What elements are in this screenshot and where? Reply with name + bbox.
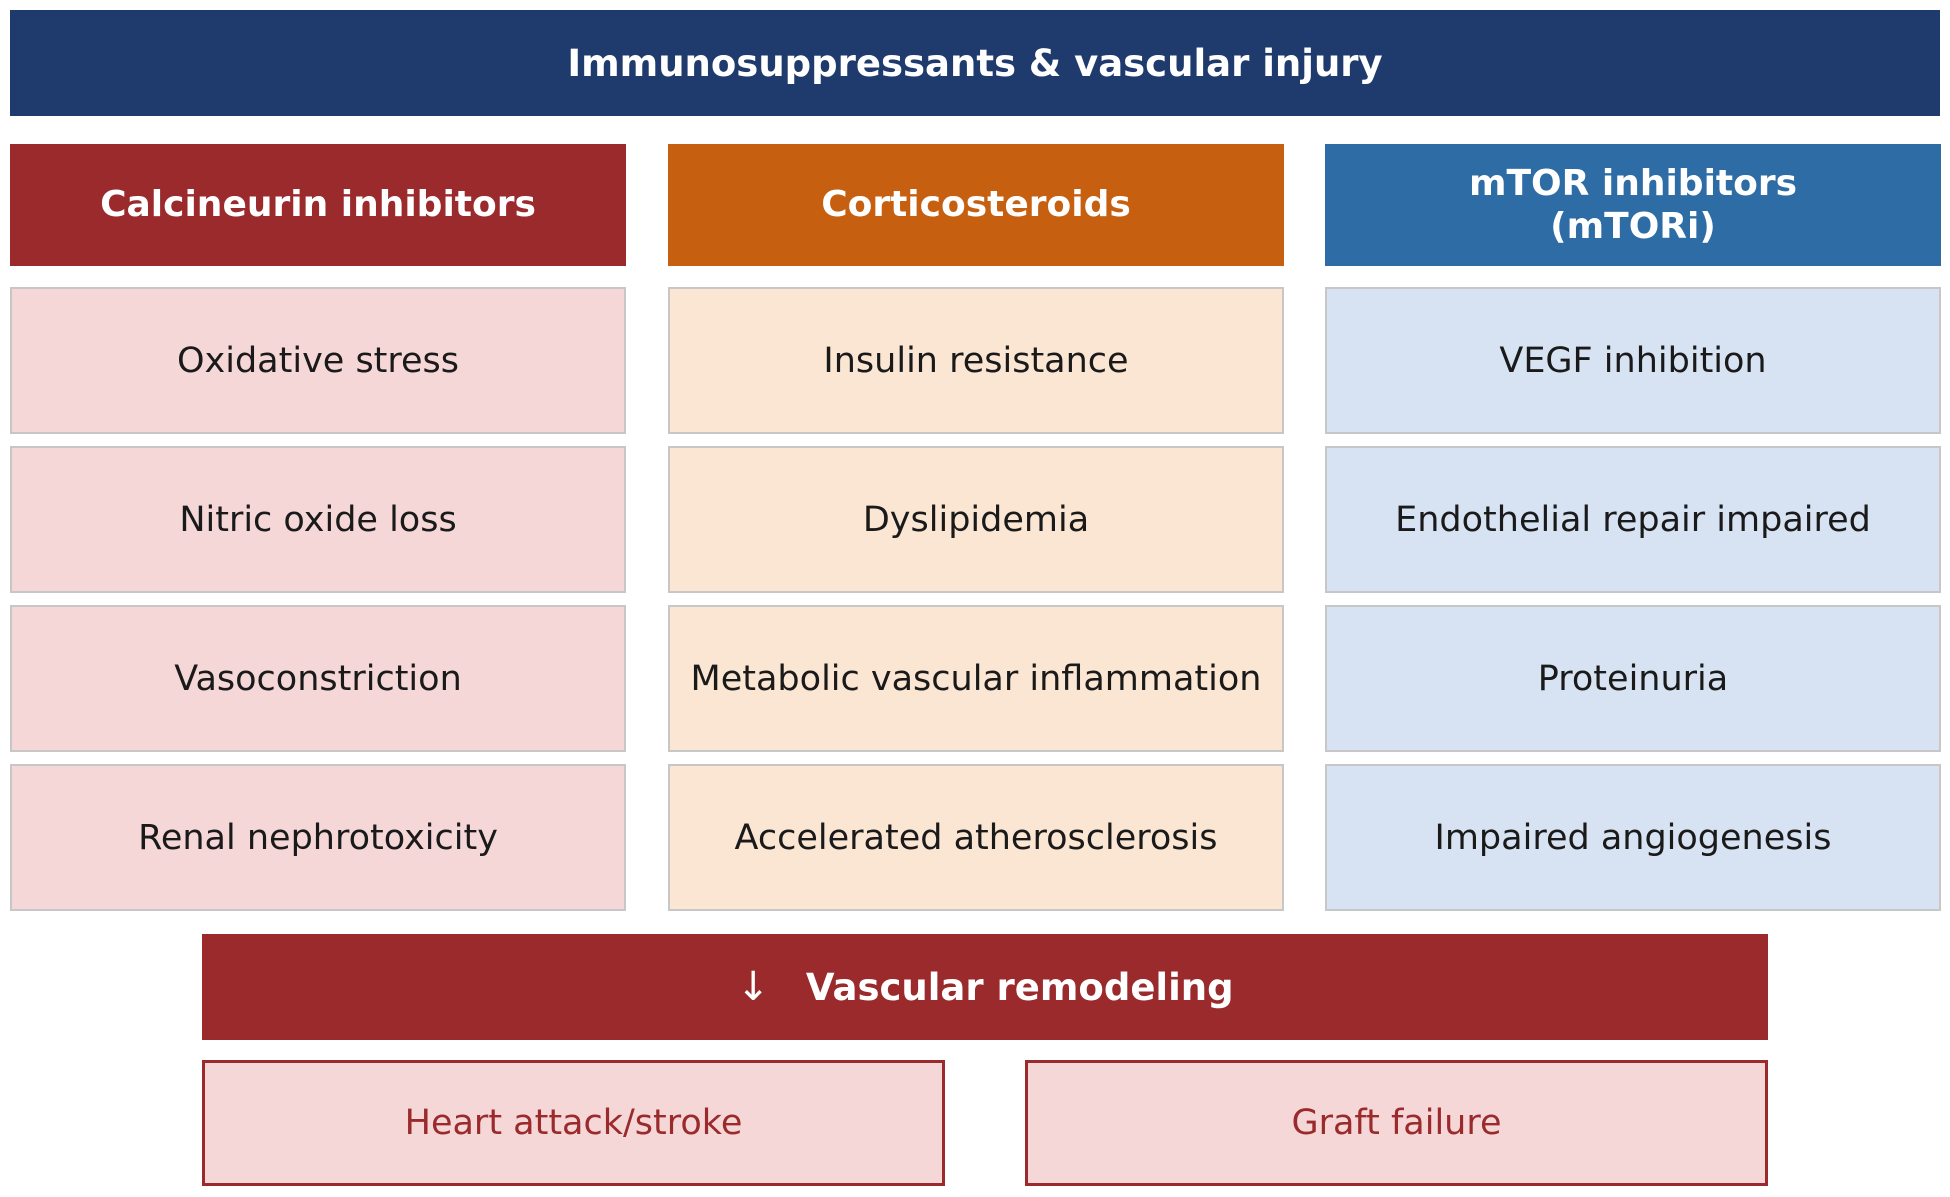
down-arrow-icon: ↓ — [736, 964, 770, 1010]
effect-box: Renal nephrotoxicity — [10, 764, 626, 911]
column-header-corticosteroids: Corticosteroids — [668, 144, 1284, 266]
effect-box: Nitric oxide loss — [10, 446, 626, 593]
vascular-remodeling-bar: ↓ Vascular remodeling — [202, 934, 1768, 1040]
diagram-title: Immunosuppressants & vascular injury — [10, 10, 1940, 116]
outcome-box-heart-attack-stroke: Heart attack/stroke — [202, 1060, 945, 1186]
effect-box: Proteinuria — [1325, 605, 1941, 752]
effect-box: Dyslipidemia — [668, 446, 1284, 593]
effect-box: Oxidative stress — [10, 287, 626, 434]
column-header-mtor: mTOR inhibitors(mTORi) — [1325, 144, 1941, 266]
column-header-line: Corticosteroids — [821, 184, 1131, 226]
vascular-remodeling-label: Vascular remodeling — [805, 965, 1234, 1009]
outcome-box-graft-failure: Graft failure — [1025, 1060, 1768, 1186]
effect-box: Metabolic vascular inflammation — [668, 605, 1284, 752]
column-header-line: Calcineurin inhibitors — [100, 184, 536, 226]
effect-box: Endothelial repair impaired — [1325, 446, 1941, 593]
column-header-line: mTOR inhibitors — [1468, 162, 1798, 204]
effect-box: Impaired angiogenesis — [1325, 764, 1941, 911]
effect-box: Vasoconstriction — [10, 605, 626, 752]
effect-box: VEGF inhibition — [1325, 287, 1941, 434]
effect-box: Insulin resistance — [668, 287, 1284, 434]
effect-box: Accelerated atherosclerosis — [668, 764, 1284, 911]
column-header-calcineurin: Calcineurin inhibitors — [10, 144, 626, 266]
column-header-line: (mTORi) — [1550, 206, 1716, 247]
